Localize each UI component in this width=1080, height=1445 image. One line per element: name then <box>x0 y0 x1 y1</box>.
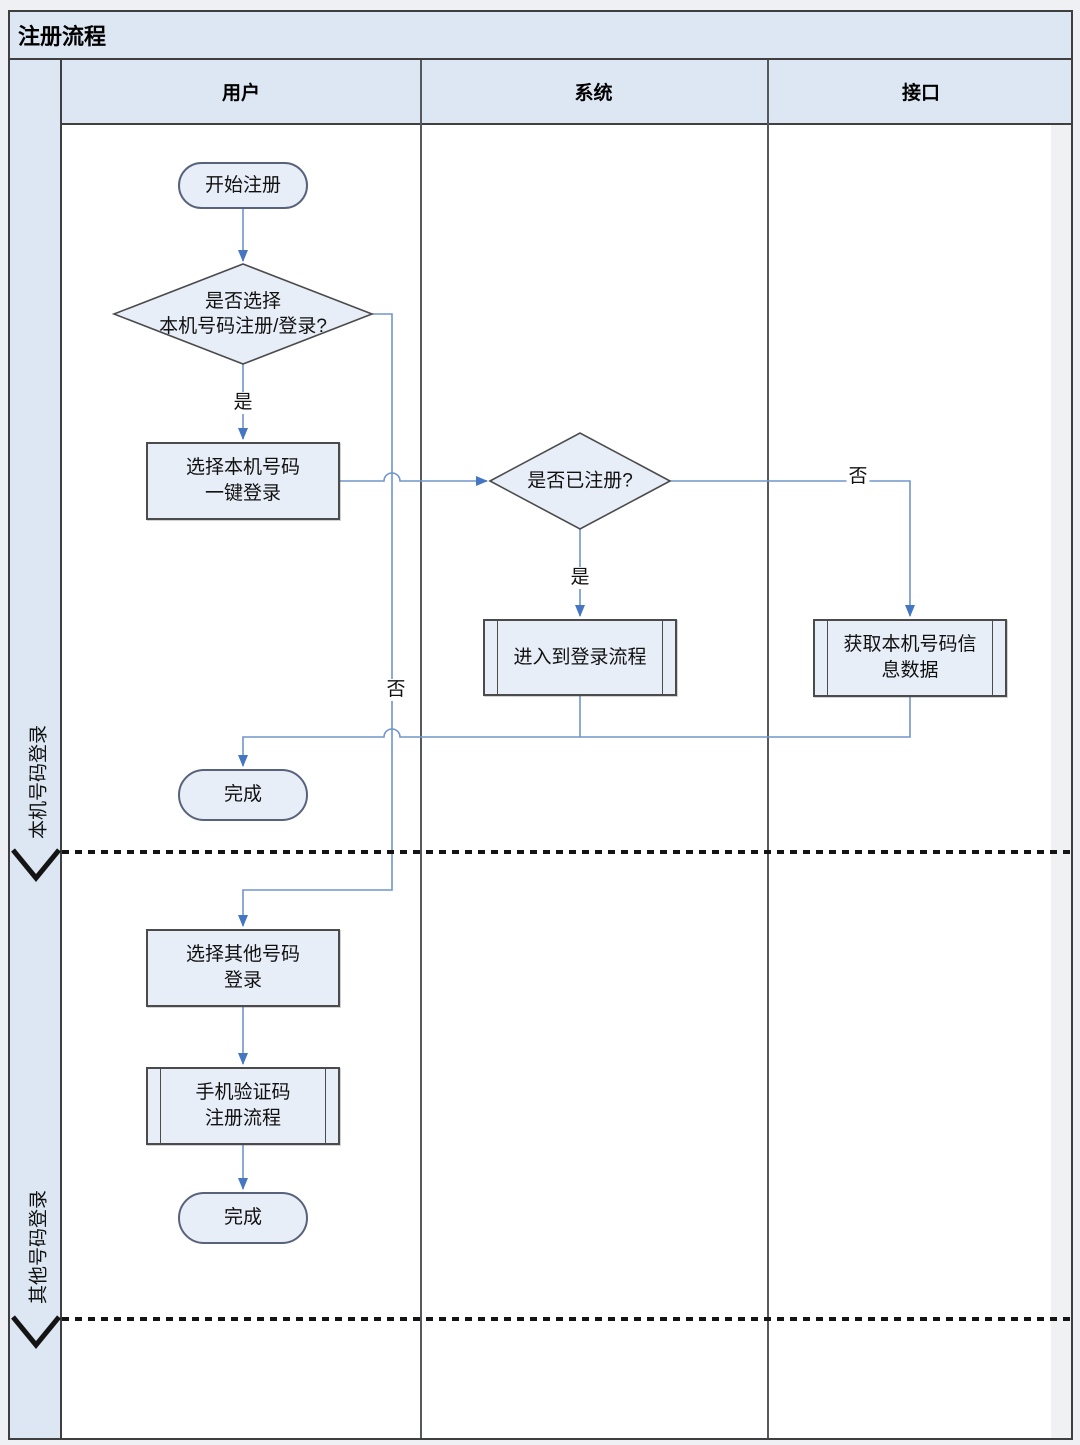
flowchart-canvas: 注册流程 用户 系统 接口 <box>8 10 1073 1440</box>
node-done-other-terminator[interactable]: 完成 <box>178 1192 308 1244</box>
node-sms-flow-predefined[interactable]: 手机验证码 注册流程 <box>146 1067 340 1145</box>
lane-label-other-number-login: 其他号码登录 <box>28 1189 50 1305</box>
edge-label-yes-choose: 是 <box>231 392 255 414</box>
connector-registered-no-to-fetch-info <box>670 480 915 617</box>
connector-decision-no-to-select-other <box>238 313 393 927</box>
node-start-label: 开始注册 <box>204 174 281 196</box>
edge-label-no-choose: 否 <box>384 679 408 701</box>
column-divider-user-system <box>420 60 422 1438</box>
lane-label-local-number-login: 本机号码登录 <box>28 724 50 840</box>
edge-label-no-registered: 否 <box>846 466 870 488</box>
diagram-title: 注册流程 <box>18 24 107 49</box>
column-header-user: 用户 <box>62 60 420 125</box>
node-login-flow-predefined[interactable]: 进入到登录流程 <box>483 619 677 696</box>
node-select-other-process[interactable]: 选择其他号码 登录 <box>146 929 340 1007</box>
column-header-user-label: 用户 <box>221 83 260 104</box>
connector-select-local-to-registered <box>340 472 488 486</box>
right-gutter <box>1051 125 1071 1438</box>
column-header-interface: 接口 <box>767 60 1071 125</box>
node-select-local-process[interactable]: 选择本机号码 一键登录 <box>146 442 340 520</box>
column-header-system-label: 系统 <box>574 83 613 104</box>
edge-label-yes-registered: 是 <box>568 567 592 589</box>
node-fetch-info-predefined[interactable]: 获取本机号码信 息数据 <box>813 619 1007 697</box>
node-decision-registered-label: 是否已注册? <box>527 470 633 492</box>
column-header-interface-label: 接口 <box>901 83 940 104</box>
column-header-system: 系统 <box>420 60 767 125</box>
node-done-local-terminator[interactable]: 完成 <box>178 769 308 821</box>
diagram-title-bar: 注册流程 <box>10 12 1071 60</box>
connector-layer <box>11 209 1071 1349</box>
node-start-terminator[interactable]: 开始注册 <box>178 162 308 209</box>
lane-strip <box>10 60 62 1438</box>
node-decision-choose-local-label: 是否选择 本机号码注册/登录? <box>159 291 327 337</box>
column-divider-system-interface <box>767 60 769 1438</box>
connector-merge-to-done-local <box>238 697 911 767</box>
